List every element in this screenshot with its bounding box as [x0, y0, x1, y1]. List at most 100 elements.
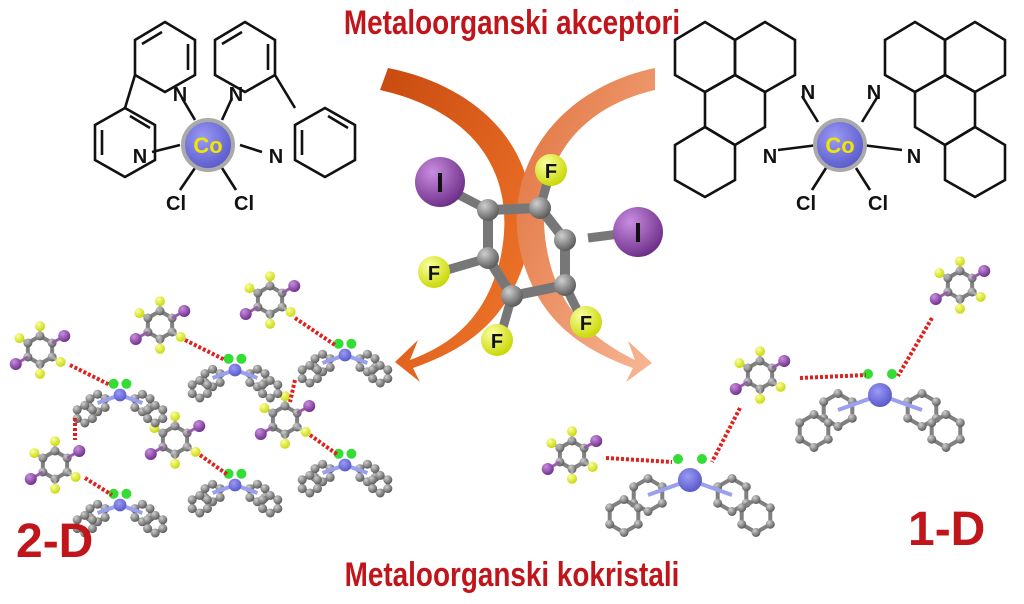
iodine-atom: [778, 355, 791, 367]
carbon-atom: [143, 414, 153, 424]
chlorine-label: Cl: [796, 193, 816, 215]
iodine-label-left: I: [436, 167, 444, 198]
carbon-atom: [643, 474, 653, 483]
carbon-atom: [87, 405, 97, 415]
halogen-bond: [308, 433, 340, 457]
carbon-atom: [368, 475, 378, 485]
carbon-atom: [273, 504, 283, 514]
fluorine-atom: [244, 283, 255, 294]
carbon-atom: [215, 492, 225, 502]
fluorine-label-1: F: [545, 161, 557, 183]
carbon-atom: [927, 434, 937, 444]
chlorine-atom: [346, 448, 357, 459]
iodine-atom: [73, 445, 86, 457]
iodine-atom: [58, 330, 71, 342]
halogen-bond: [799, 373, 867, 380]
carbon-atom: [312, 484, 322, 494]
halogen-bond: [710, 407, 742, 463]
carbon-atom: [305, 378, 315, 388]
fluorine-atom: [975, 291, 986, 302]
carbon-atom: [245, 377, 255, 387]
carbon-atom: [202, 495, 212, 505]
carbon-atom: [87, 515, 97, 525]
fluorine-atom: [170, 411, 180, 422]
fluorine-label-4: F: [580, 313, 592, 335]
carbon-atom: [87, 524, 97, 534]
carbon-atom: [751, 528, 761, 537]
central-molecule: I I F F F F: [415, 154, 663, 356]
carbon-atom: [158, 405, 168, 415]
carbon-atom: [819, 397, 829, 407]
cobalt-atom: [113, 388, 127, 402]
carbon-atom: [72, 405, 82, 415]
fluorine-atom: [35, 321, 45, 332]
co-center-left: Co: [181, 118, 235, 172]
carbon-atom: [85, 504, 95, 514]
carbon-atom: [903, 413, 913, 423]
carbon-atom: [955, 418, 965, 428]
carbon-atom: [195, 375, 205, 385]
cobalt-atom: [338, 458, 352, 472]
carbon-atom: [927, 418, 937, 428]
carbon-atom: [370, 354, 380, 364]
fluorine-atom: [50, 483, 60, 494]
carbon-atom: [809, 443, 819, 452]
carbon-atom: [208, 479, 218, 489]
carbon-atom: [80, 418, 90, 428]
fluorine-atom: [587, 461, 598, 472]
cobalt-atom: [228, 478, 242, 492]
fluorine-atom: [734, 358, 745, 369]
cobalt-atom: [228, 363, 242, 377]
cobalt-atom: [868, 383, 892, 407]
carbon-atom: [737, 503, 747, 513]
carbon-atom: [258, 389, 268, 399]
carbon-atom: [158, 524, 168, 534]
fluorine-atom: [755, 393, 765, 404]
carbon-atom: [362, 459, 372, 469]
fluorine-atom: [14, 333, 25, 344]
carbon-atom: [795, 418, 805, 428]
iodine-atom: [288, 280, 301, 292]
carbon-atom: [368, 484, 378, 494]
carbon-atom: [355, 362, 365, 372]
chlorine-atom: [108, 488, 119, 499]
carbon-atom: [955, 434, 965, 444]
chlorine-label: Cl: [234, 193, 254, 215]
structure-co-phenanthroline: [673, 20, 1007, 199]
carbon-atom: [383, 475, 393, 485]
carbon-atom: [297, 484, 307, 494]
chlorine-atom: [333, 338, 344, 349]
fluorine-atom: [955, 303, 965, 314]
iodine-atom: [729, 383, 742, 395]
carbon-atom: [713, 498, 723, 508]
fluorine-atom: [35, 368, 45, 379]
fluorine-atom: [50, 436, 60, 447]
iodine-atom: [541, 463, 554, 475]
chlorine-atom: [236, 468, 247, 479]
carbon-atom: [318, 459, 328, 469]
fluorine-atom: [265, 318, 275, 329]
carbon-atom: [208, 364, 218, 374]
carbon-atom: [383, 374, 393, 384]
carbon-atom: [917, 422, 927, 431]
carbon-atom: [305, 360, 315, 370]
carbon-atom: [130, 402, 140, 412]
iodine-atom: [929, 293, 942, 305]
carbon-atom: [823, 434, 833, 444]
crystal-packing-2d: [9, 271, 393, 538]
carbon-atom: [215, 377, 225, 387]
fluorine-atom-2: [418, 256, 450, 288]
carbon-atom: [297, 374, 307, 384]
chlorine-atom: [697, 454, 707, 464]
carbon-atom: [657, 498, 667, 508]
carbon-atom: [727, 507, 737, 516]
chlorine-atom: [346, 338, 357, 349]
iodine-atom: [254, 428, 267, 440]
iodine-atom-left: [415, 157, 465, 207]
fluorine-atom: [546, 438, 557, 449]
carbon-atom: [375, 470, 385, 480]
fluorine-label-2: F: [428, 263, 440, 285]
carbon-atom: [727, 474, 737, 483]
iodine-atom: [129, 333, 142, 345]
iodine-atom: [9, 358, 22, 370]
